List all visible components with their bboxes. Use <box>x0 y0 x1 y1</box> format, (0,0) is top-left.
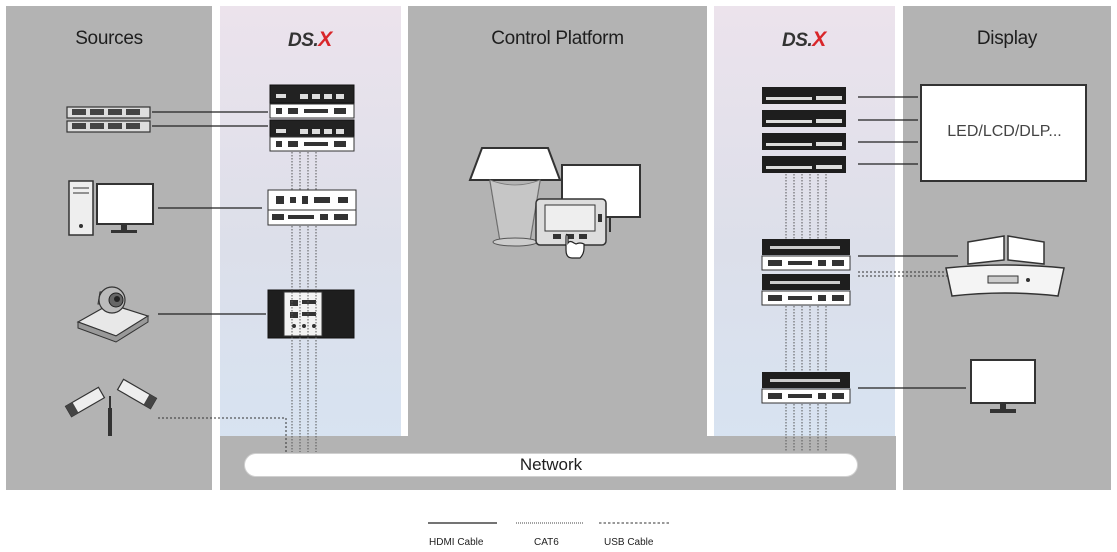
dsx-switcher-icon <box>267 189 357 226</box>
dsx-logo-prefix: DS. <box>782 30 813 51</box>
control-platform-column <box>408 6 707 490</box>
rack-server-icon <box>66 106 151 133</box>
video-wall-display-icon <box>920 84 1087 182</box>
legend-hdmi-label: HDMI Cable <box>429 537 484 548</box>
console-usb-cables <box>858 271 950 277</box>
dsx-logo-x: X <box>318 28 332 51</box>
operator-console-icon <box>945 235 1065 297</box>
monitor-icon <box>970 359 1036 413</box>
video-wall-label: LED/LCD/DLP... <box>947 123 1062 140</box>
sources-heading: Sources <box>75 28 143 49</box>
dsx-logo-x: X <box>812 28 826 51</box>
control-platform-icon <box>468 147 641 259</box>
dsx-logo-prefix: DS. <box>288 30 319 51</box>
camera-usb-cable <box>158 417 287 452</box>
dsx-decoder-stack-icon <box>762 87 846 173</box>
cctv-camera-icon <box>64 378 158 436</box>
desktop-pc-icon <box>68 180 154 236</box>
left-cat6-bundle <box>291 152 317 452</box>
dsx-logo-left: DS.X <box>288 28 332 52</box>
dsx-camera-encoder-icon <box>267 289 355 339</box>
network-bar <box>244 453 858 477</box>
display-hdmi-cables <box>858 96 966 389</box>
ptz-camera-icon <box>76 286 150 343</box>
dsx-logo-right: DS.X <box>782 28 826 52</box>
dsx-kvm-receiver-stack-icon <box>761 239 851 306</box>
dsx-encoder-stack-icon <box>269 84 355 152</box>
network-label: Network <box>519 455 583 474</box>
legend-cat6-label: CAT6 <box>534 537 559 548</box>
legend-usb-label: USB Cable <box>604 537 654 548</box>
display-heading: Display <box>976 28 1038 49</box>
control-platform-heading: Control Platform <box>491 28 624 49</box>
right-cat6-bundle <box>785 174 827 452</box>
source-hdmi-cables <box>152 111 268 315</box>
dsx-receiver-icon <box>761 372 851 404</box>
